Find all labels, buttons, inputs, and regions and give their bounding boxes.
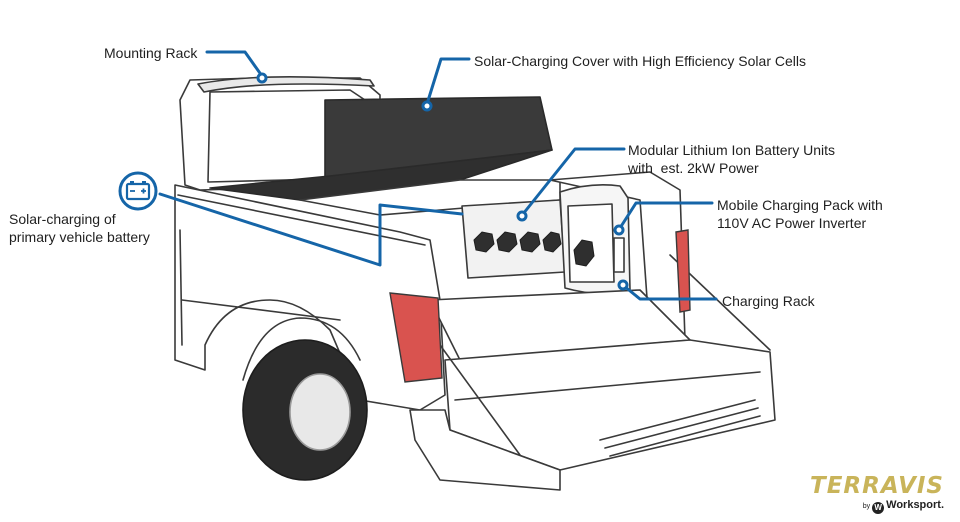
callout-line-charging-rack — [622, 284, 718, 301]
bed-front-wall — [299, 179, 561, 216]
label-solar-cover: Solar-Charging Cover with High Efficienc… — [474, 53, 806, 69]
solar-cover-flat — [209, 149, 553, 201]
tailgate-ribs — [599, 399, 761, 457]
callout-dot-battery-units — [516, 210, 528, 222]
car-battery-icon — [118, 171, 158, 211]
label-battery-units-line2: with est. 2kW Power — [628, 160, 759, 176]
callout-line-vehicle-battery — [158, 192, 464, 267]
tailgate-cable-left — [439, 344, 521, 456]
label-battery-units: Modular Lithium Ion Battery Units with e… — [628, 141, 835, 177]
battery-unit — [542, 231, 562, 253]
battery-unit — [573, 239, 595, 267]
brand-maker-name: Worksport. — [886, 499, 944, 511]
callout-dot-mounting-rack — [256, 72, 268, 84]
brand-by: by — [862, 503, 871, 510]
mounting-rack-bar — [197, 76, 375, 93]
wheel-arch — [242, 317, 361, 381]
rear-wheel-rim — [289, 373, 351, 451]
tailgate-inner-edge — [454, 371, 761, 401]
label-vehicle-battery-line1: Solar-charging of — [9, 211, 116, 227]
cab-door-line — [179, 229, 183, 346]
brand-name: TERRAVIS — [810, 473, 944, 499]
label-mounting-rack: Mounting Rack — [104, 45, 198, 61]
worksport-icon: W — [872, 502, 885, 514]
right-tail-light — [675, 229, 691, 313]
battery-units — [473, 231, 595, 267]
battery-unit — [519, 231, 541, 253]
truck-bedside — [174, 184, 446, 411]
battery-unit — [496, 231, 518, 253]
left-tail-light — [389, 292, 443, 383]
label-vehicle-battery: Solar-charging of primary vehicle batter… — [9, 210, 150, 246]
label-charging-pack: Mobile Charging Pack with 110V AC Power … — [717, 196, 883, 232]
callout-dot-charging-pack — [613, 224, 625, 236]
rear-bumper — [409, 409, 561, 491]
charging-pack-outlets — [613, 237, 625, 273]
label-charging-pack-line1: Mobile Charging Pack with — [717, 197, 883, 213]
label-vehicle-battery-line2: primary vehicle battery — [9, 229, 150, 245]
callout-dot-charging-rack — [617, 279, 629, 291]
callout-line-solar-cover — [425, 57, 471, 106]
battery-unit — [473, 231, 495, 253]
bedside-line-lower — [181, 299, 341, 321]
callout-dot-solar-cover — [421, 100, 433, 112]
callout-line-charging-pack — [618, 201, 714, 230]
callout-line-mounting-rack — [205, 50, 264, 78]
label-charging-pack-line2: 110V AC Power Inverter — [717, 215, 867, 231]
label-battery-units-line1: Modular Lithium Ion Battery Units — [628, 142, 835, 158]
bedside-rail — [177, 194, 426, 246]
callout-line-battery-units — [521, 147, 626, 216]
label-charging-rack: Charging Rack — [722, 293, 815, 309]
